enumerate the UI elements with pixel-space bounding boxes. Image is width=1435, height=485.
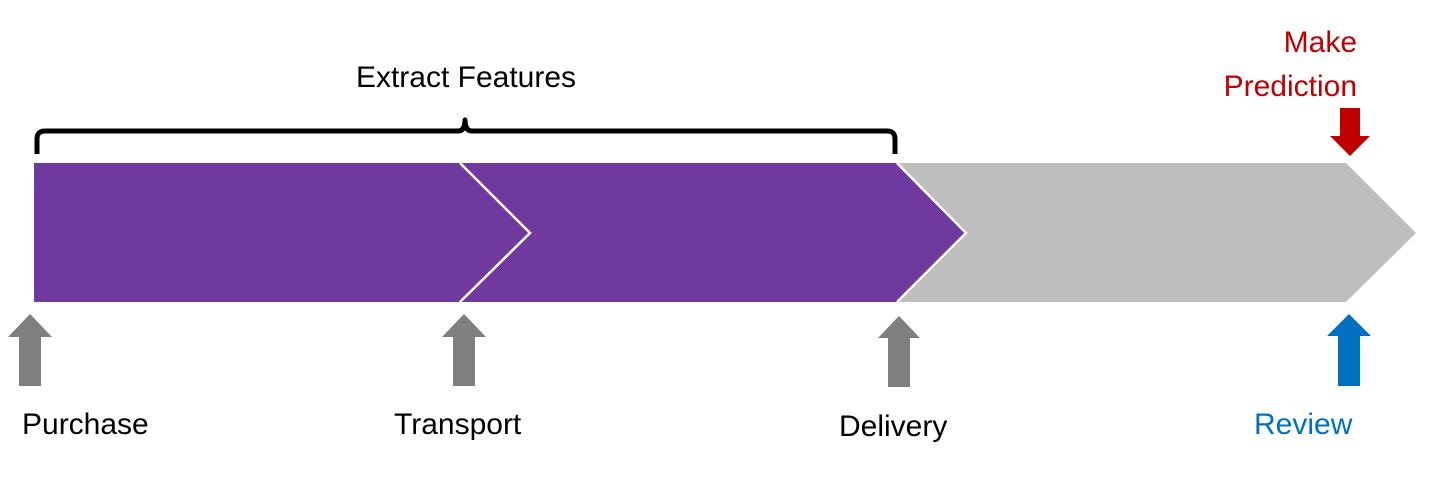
extract-features-label: Extract Features	[356, 61, 576, 94]
prediction-label-line1: Make	[1284, 26, 1357, 59]
event-label-purchase: Purchase	[22, 408, 149, 441]
down-arrow-icon	[1330, 108, 1370, 156]
up-arrow-icon	[442, 314, 486, 386]
up-arrow-icon	[1327, 314, 1371, 386]
extract-features-brace	[34, 117, 898, 154]
up-arrow-icon	[8, 314, 52, 386]
segment-separator	[896, 162, 968, 303]
segment-transport-to-delivery	[460, 163, 966, 302]
segment-delivery-to-review	[897, 163, 1416, 302]
event-label-review: Review	[1254, 408, 1353, 441]
event-label-delivery: Delivery	[839, 410, 947, 443]
up-arrow-icon	[878, 316, 920, 387]
event-label-transport: Transport	[394, 408, 522, 441]
segment-purchase-to-transport	[34, 163, 530, 302]
prediction-label-line2: Prediction	[1224, 70, 1357, 103]
segment-separator	[459, 162, 532, 303]
